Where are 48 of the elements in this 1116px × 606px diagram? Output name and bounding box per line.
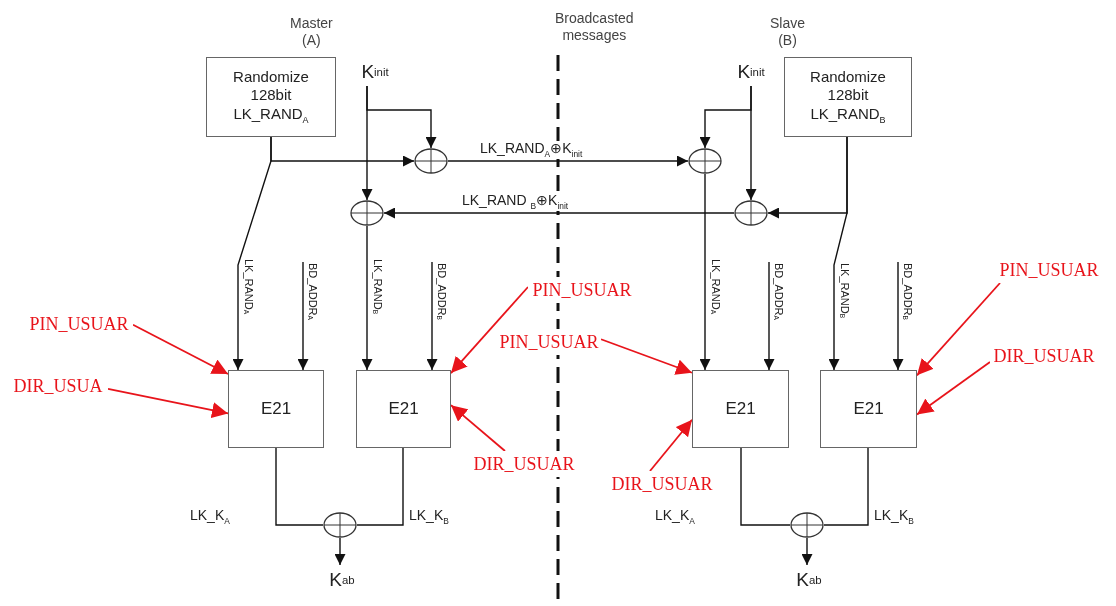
annotation-arrow (107, 387, 229, 419)
annotation-arrow (916, 282, 1001, 377)
arrow (745, 85, 757, 201)
arrow (699, 173, 711, 371)
connector-line (740, 447, 791, 526)
edge-label: LK_RAND$_{A}$⊕K$_{init}$ (480, 141, 583, 160)
xor-symbol (323, 512, 357, 538)
xor-symbol (414, 148, 448, 174)
edge-label: LK_K$_{A}$ (655, 508, 695, 527)
arrow (892, 261, 904, 371)
xor-symbol (734, 200, 768, 226)
arrow (232, 136, 272, 371)
annotation-arrow (450, 286, 529, 374)
annotation-arrow (450, 404, 506, 452)
arrow (763, 261, 775, 371)
arrow (383, 207, 735, 219)
arrow (297, 261, 309, 371)
arrow (361, 225, 373, 371)
annotation-text: PIN_USUAR (497, 329, 601, 355)
annotation-arrow (600, 338, 693, 375)
column-heading: Master (A) (290, 15, 333, 49)
edge-label: LK_K$_{B}$ (874, 508, 914, 527)
connector-line (356, 447, 404, 526)
annotation-arrow (649, 418, 693, 472)
process-box: E21 (820, 370, 917, 448)
process-box: E21 (228, 370, 324, 448)
edge-label: LK_K$_{A}$ (190, 508, 230, 527)
process-box: E21 (356, 370, 451, 448)
xor-symbol (790, 512, 824, 538)
xor-symbol (688, 148, 722, 174)
arrow (334, 537, 346, 566)
process-box: E21 (692, 370, 789, 448)
arrow (361, 85, 373, 201)
process-box: Randomize 128bit LK_RAND$_{B}$ (784, 57, 912, 137)
column-heading: Broadcasted messages (555, 10, 634, 44)
column-heading: Slave (B) (770, 15, 806, 49)
arrow (447, 155, 689, 167)
process-box: Randomize 128bit LK_RAND$_{A}$ (206, 57, 336, 137)
arrow (801, 537, 813, 566)
annotation-arrow (132, 323, 229, 375)
edge-label: LK_RAND $_{B}$⊕K$_{init}$ (462, 193, 569, 212)
arrow (426, 261, 438, 371)
arrow (828, 136, 848, 371)
edge-label: LK_K$_{B}$ (409, 508, 449, 527)
connector-line (275, 447, 324, 526)
annotation-arrow (916, 361, 991, 416)
xor-symbol (350, 200, 384, 226)
connector-line (823, 447, 869, 526)
